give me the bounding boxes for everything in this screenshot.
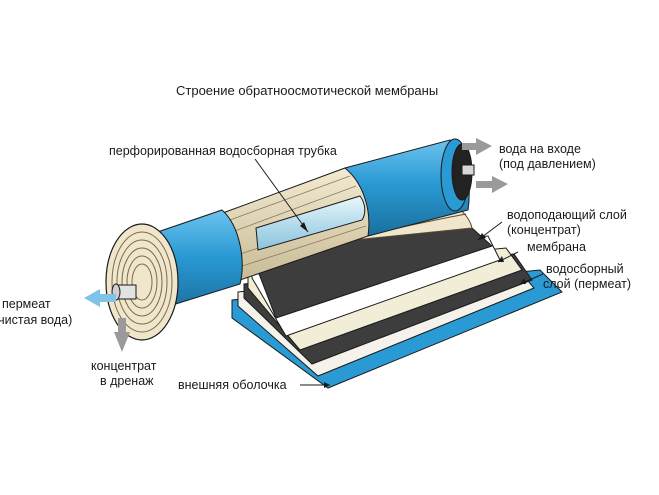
concentrate-arrow: [114, 318, 130, 352]
feed-layer-label-line1: водоподающий слой: [507, 208, 627, 222]
permeate-arrow: [84, 289, 116, 307]
concentrate-label-line2: в дренаж: [100, 374, 154, 388]
leader-lines: [254, 158, 544, 388]
permeate-label-line2: (чистая вода): [0, 313, 73, 327]
collect-layer-label-line1: водосборный: [546, 262, 624, 276]
permeate-label-line1: пермеат: [2, 297, 51, 311]
collect-layer-label-line2: слой (пермеат): [543, 277, 632, 291]
inlet-arrow-top: [462, 138, 492, 155]
concentrate-label-line1: концентрат: [91, 359, 157, 373]
spiral-end: [105, 223, 179, 341]
shell-label: внешняя оболочка: [178, 378, 287, 392]
inlet-label-line2: (под давлением): [499, 157, 596, 171]
diagram-title: Строение обратноосмотической мембраны: [176, 83, 439, 98]
membrane-label: мембрана: [527, 240, 586, 254]
feed-layer-label-line2: (концентрат): [507, 223, 581, 237]
tube-label: перфорированная водосборная трубка: [109, 144, 337, 158]
outlet-nozzle: [111, 283, 137, 301]
inlet-arrow-bottom: [476, 176, 508, 193]
inlet-label-line1: вода на входе: [499, 142, 581, 156]
